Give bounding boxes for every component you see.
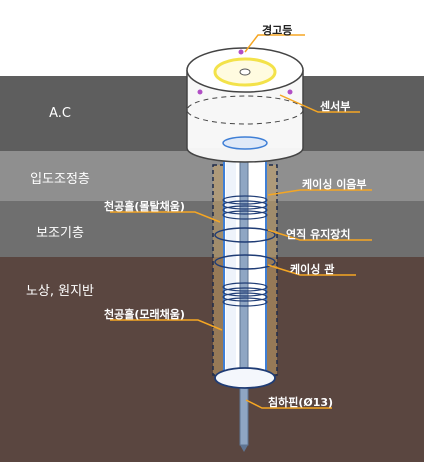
- layer-label-granular: 입도조정층: [30, 172, 90, 187]
- callout-lamp: 경고등: [262, 24, 293, 37]
- accent-dot: [238, 49, 244, 55]
- vertical-holder-2: [214, 254, 276, 270]
- callout-casing-joint: 케이싱 이음부: [302, 178, 367, 191]
- accent-dot: [197, 89, 203, 95]
- casing-joint-lower: [222, 282, 268, 307]
- callout-sensor: 센서부: [320, 100, 351, 113]
- rod-tip: [240, 445, 248, 452]
- callout-vertical-holder: 연직 유지장치: [286, 228, 351, 241]
- layer-label-ac: A.C: [49, 106, 71, 121]
- callout-lines: [110, 34, 372, 409]
- lamp-center: [239, 68, 251, 76]
- housing-mid-line: [186, 95, 304, 125]
- callout-borehole-sand: 천공홀(모래채움): [104, 308, 185, 321]
- sensor-collar: [222, 136, 268, 150]
- layer-subgrade: [0, 257, 424, 462]
- accent-dot: [287, 89, 293, 95]
- callout-borehole-mortar: 천공홀(몰탈채움): [104, 200, 185, 213]
- vertical-holder: [214, 227, 276, 243]
- casing-shade: [226, 152, 236, 378]
- base-plate: [214, 367, 276, 389]
- layer-label-subgrade: 노상, 원지반: [25, 284, 95, 299]
- layer-subbase: [0, 201, 424, 257]
- callout-casing-pipe: 케이싱 관: [290, 263, 335, 276]
- callout-settlement-pin: 침하핀(Ø13): [268, 396, 334, 409]
- casing-joint: [222, 195, 268, 220]
- layer-label-subbase: 보조기층: [36, 226, 84, 241]
